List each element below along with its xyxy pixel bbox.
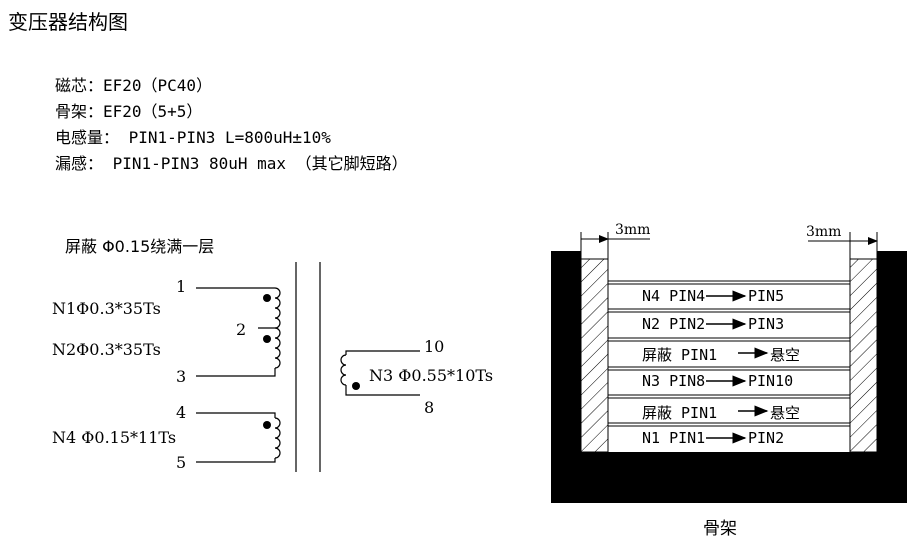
layer-shield-1-to: 悬空 xyxy=(770,346,801,364)
pin-8-label: 8 xyxy=(424,398,435,417)
spec-core: 磁芯：EF20（PC40） xyxy=(55,76,213,95)
dot-n2 xyxy=(263,335,271,343)
pin-3-label: 3 xyxy=(176,367,187,386)
layer-n4-to: PIN5 xyxy=(748,287,785,305)
margin-left-label: 3mm xyxy=(615,222,651,238)
spec-bobbin: 骨架：EF20（5+5） xyxy=(55,102,203,121)
n3-label: N3 Φ0.55*10Ts xyxy=(369,366,494,385)
n3-winding xyxy=(340,350,420,396)
n2-label: N2Φ0.3*35Ts xyxy=(52,340,161,359)
dot-n3 xyxy=(352,382,360,390)
layer-shield-2-from: 屏蔽 PIN1 xyxy=(642,404,718,422)
layer-n1-to: PIN2 xyxy=(748,429,785,447)
page-title: 变压器结构图 xyxy=(8,10,128,34)
layer-n1-from: N1 PIN1 xyxy=(642,429,706,447)
layer-n2-from: N2 PIN2 xyxy=(642,315,706,333)
primary-winding xyxy=(196,287,281,377)
dot-n4 xyxy=(263,421,271,429)
layer-n3-from: N3 PIN8 xyxy=(642,372,706,390)
layer-shield-1-from: 屏蔽 PIN1 xyxy=(642,346,718,364)
layer-n4-from: N4 PIN4 xyxy=(642,287,706,305)
shield-note: 屏蔽 Φ0.15绕满一层 xyxy=(65,237,215,256)
spec-inductance: 电感量： PIN1-PIN3 L=800uH±10% xyxy=(55,128,331,147)
dot-n1 xyxy=(263,294,271,302)
layer-shield-2-to: 悬空 xyxy=(770,404,801,422)
bobbin-section xyxy=(551,232,907,503)
margin-right-label: 3mm xyxy=(806,224,842,240)
n4-winding xyxy=(196,412,281,463)
pin-5-label: 5 xyxy=(176,453,187,472)
layer-n3-to: PIN10 xyxy=(748,372,794,390)
layer-n2-to: PIN3 xyxy=(748,315,785,333)
bobbin-caption: 骨架 xyxy=(703,519,737,539)
n1-label: N1Φ0.3*35Ts xyxy=(52,299,161,318)
pin-10-label: 10 xyxy=(424,337,445,356)
n4-label: N4 Φ0.15*11Ts xyxy=(52,428,177,447)
pin-4-label: 4 xyxy=(176,403,187,422)
spec-leakage: 漏感： PIN1-PIN3 80uH max （其它脚短路） xyxy=(55,154,408,173)
pin-2-label: 2 xyxy=(236,320,247,339)
pin-1-label: 1 xyxy=(176,277,187,296)
